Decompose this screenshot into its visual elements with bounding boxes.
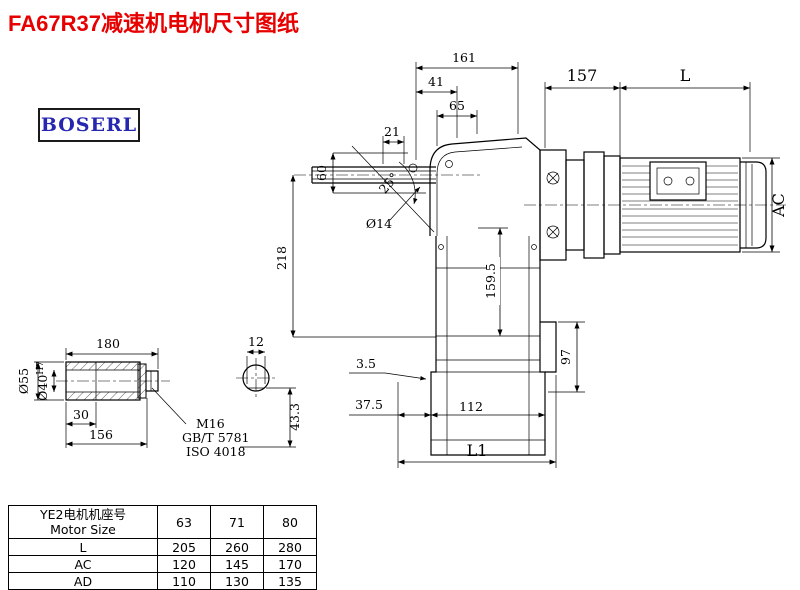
dim-hole-d14: Ø14 (366, 216, 392, 231)
dim-218: 218 (274, 246, 289, 270)
thread-spec-m16: M16 (196, 416, 225, 431)
dimensions-shaft: 180 Ø55 Ø40H7 30 156 M16 GB/T 5781 ISO 4… (16, 334, 302, 459)
dim-motor-length-L: L (680, 66, 691, 85)
shaft-dim-30: 30 (73, 407, 89, 422)
brand-logo: BOSERL (38, 108, 140, 142)
cell-value: 120 (157, 555, 211, 573)
cell-value: 280 (263, 538, 317, 556)
cell-value: 260 (210, 538, 264, 556)
dim-157: 157 (567, 66, 598, 85)
standard-gb: GB/T 5781 (182, 430, 250, 445)
dim-21: 21 (384, 124, 400, 139)
table-header-size-63: 63 (157, 505, 211, 539)
cell-value: 145 (210, 555, 264, 573)
terminal-box (649, 161, 707, 201)
shaft-dim-12: 12 (248, 334, 264, 349)
shaft-detail (56, 361, 170, 401)
row-label: L (8, 538, 158, 556)
dim-37-5: 37.5 (355, 397, 383, 412)
shaft-dim-d40h7: Ø40H7 (35, 361, 50, 401)
shaft-dim-180: 180 (96, 336, 120, 351)
table-header-cn: YE2电机机座号 (40, 507, 126, 522)
dim-65: 65 (449, 98, 465, 113)
table-header-motor-size: YE2电机机座号 Motor Size (8, 505, 158, 539)
table-header-row: YE2电机机座号 Motor Size 63 71 80 (8, 505, 317, 539)
cell-value: 205 (157, 538, 211, 556)
table-row-L: L 205 260 280 (8, 538, 317, 556)
shaft-section-circle (236, 358, 276, 398)
brand-logo-text: BOSERL (40, 114, 138, 136)
dim-159-5: 159.5 (483, 263, 498, 299)
dim-angle-25: 25° (376, 170, 402, 197)
dim-112: 112 (459, 399, 483, 414)
dim-motor-dia-AC: AC (769, 193, 788, 218)
motor-size-table: YE2电机机座号 Motor Size 63 71 80 L 205 260 2… (8, 505, 317, 590)
reducer-body (430, 236, 557, 456)
dim-161: 161 (452, 50, 476, 65)
dimensions-main: 161 41 65 21 60 218 157 L AC (274, 50, 788, 468)
hole-callout: Ø14 (366, 186, 421, 231)
row-label: AC (8, 555, 158, 573)
page-title: FA67R37减速机电机尺寸图纸 (8, 11, 299, 36)
shaft-dim-156: 156 (89, 427, 113, 442)
angle-annotation: 25° (351, 145, 435, 233)
dim-41: 41 (428, 74, 444, 89)
gear-housing (429, 137, 541, 236)
table-header-size-80: 80 (263, 505, 317, 539)
dim-97: 97 (558, 349, 573, 365)
dim-3-5: 3.5 (356, 356, 376, 371)
shaft-dim-d55: Ø55 (16, 368, 31, 394)
table-row-AC: AC 120 145 170 (8, 555, 317, 573)
cell-value: 170 (263, 555, 317, 573)
cell-value: 135 (263, 572, 317, 590)
dim-L1: L1 (467, 441, 488, 460)
standard-iso: ISO 4018 (186, 444, 246, 459)
table-header-en: Motor Size (50, 522, 116, 537)
shaft-dim-43-3: 43.3 (287, 403, 302, 431)
table-header-size-71: 71 (210, 505, 264, 539)
dim-60: 60 (314, 165, 329, 181)
